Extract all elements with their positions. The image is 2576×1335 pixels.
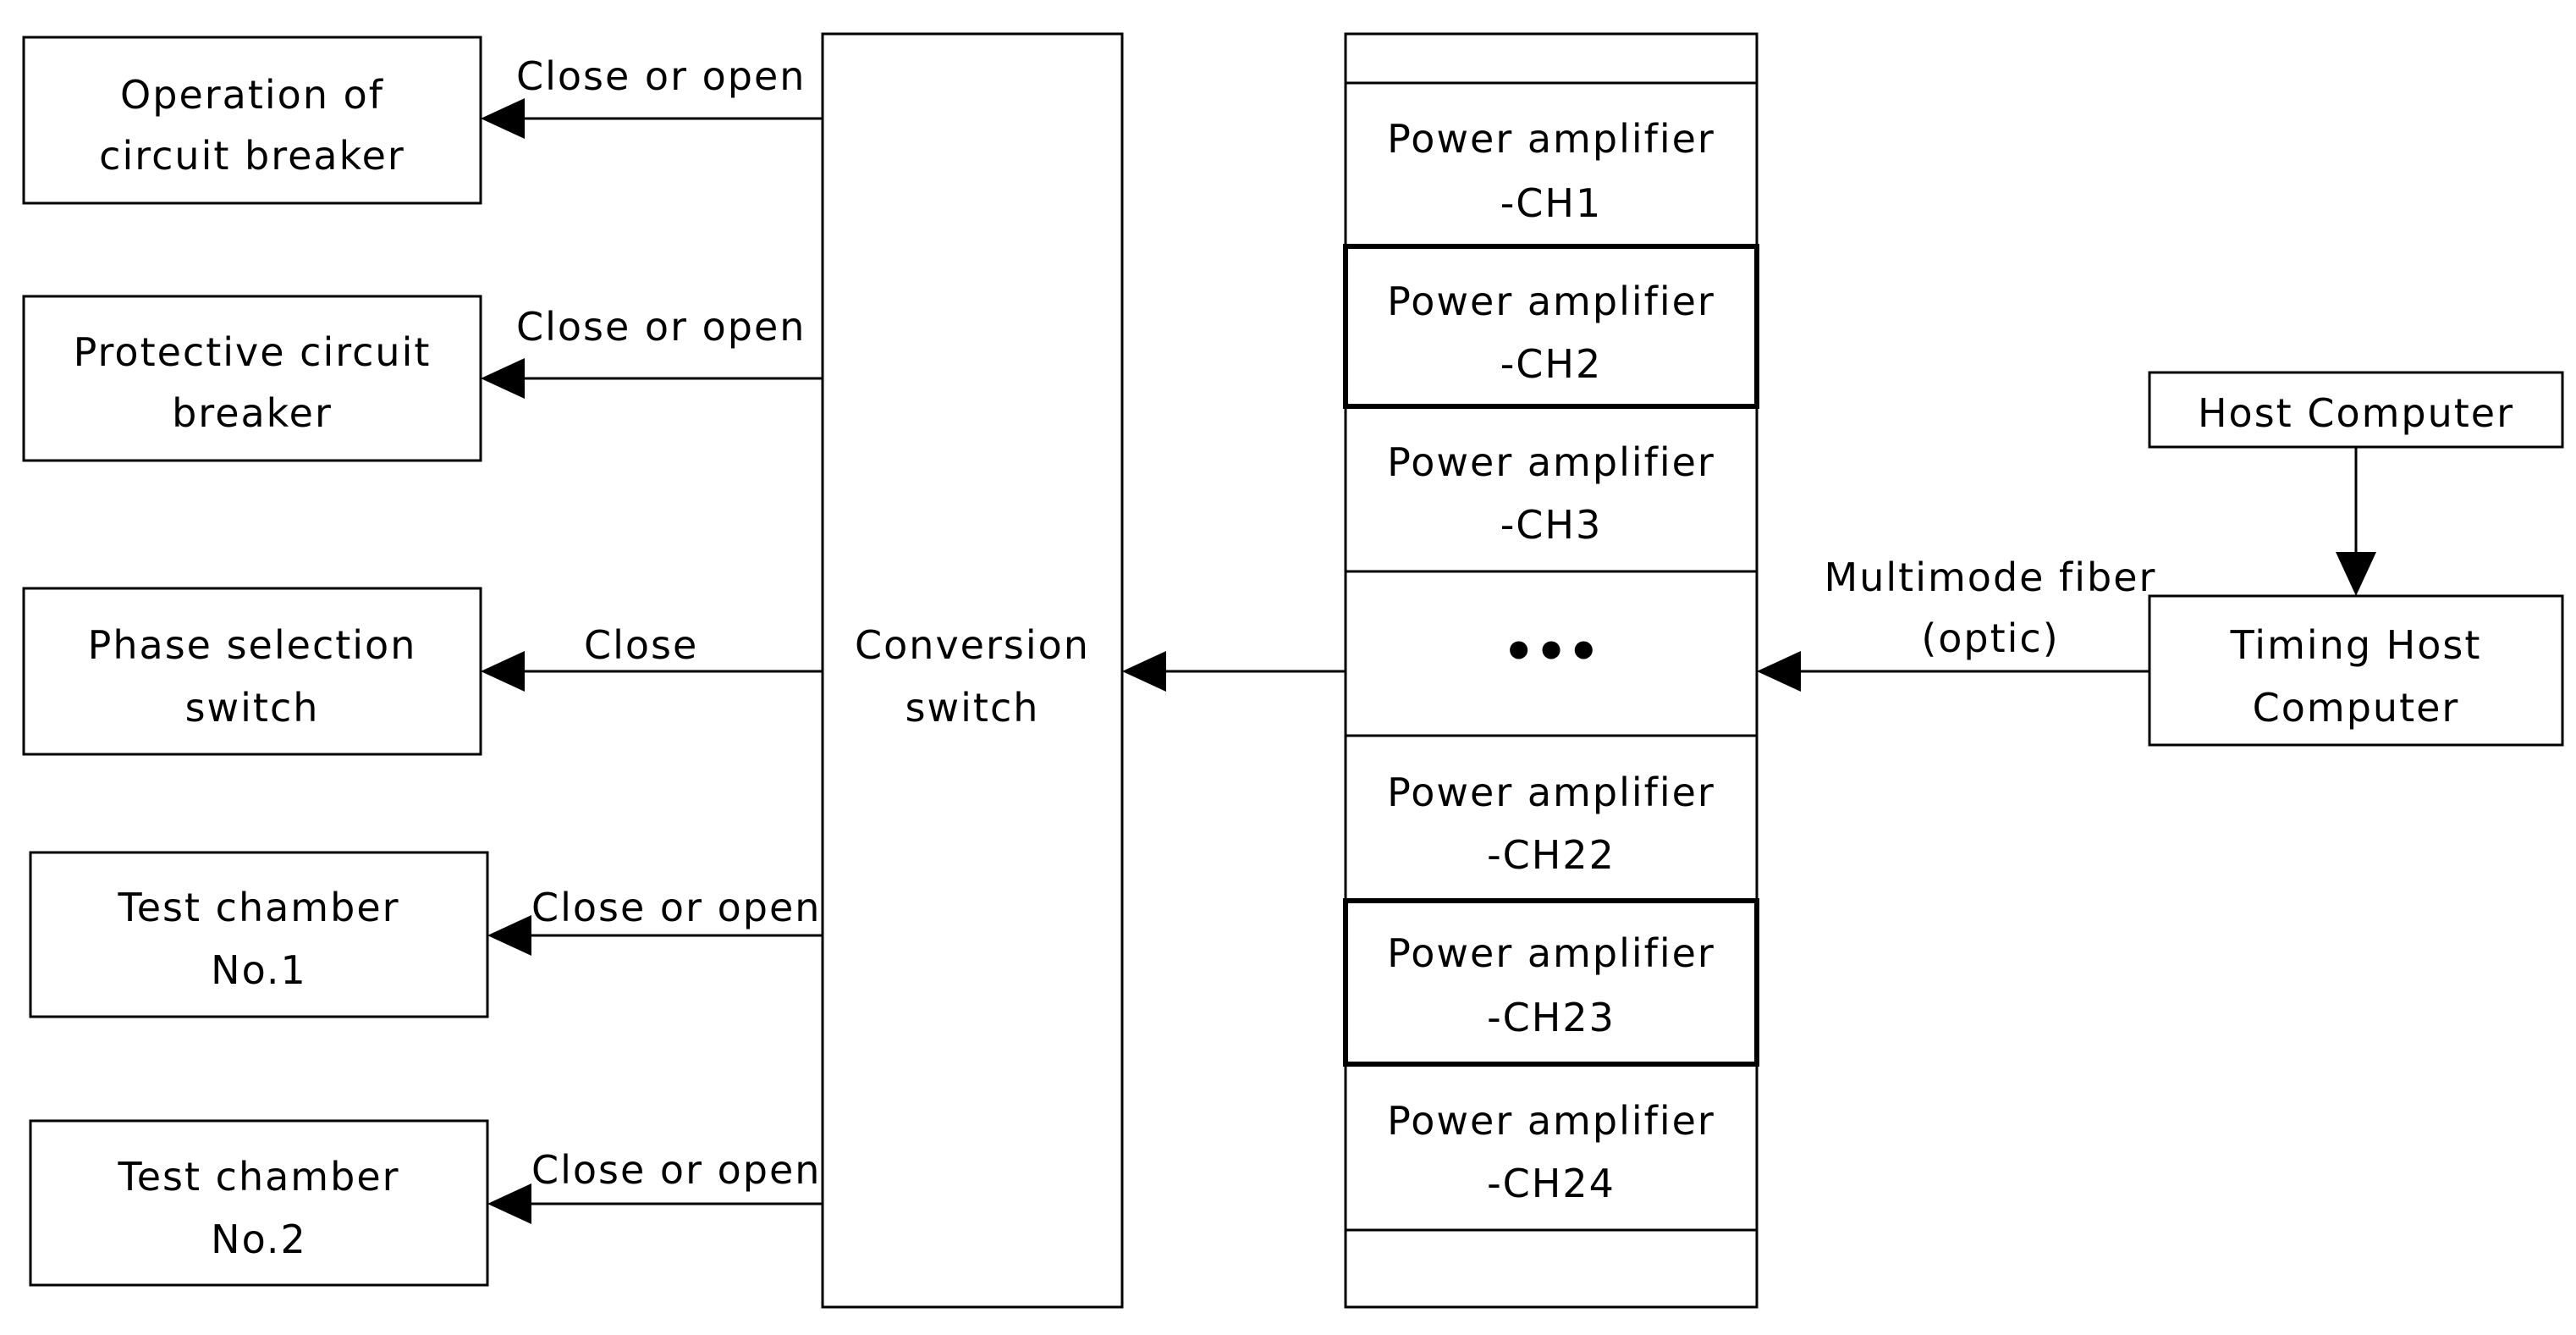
box-label-line1: Protective circuit [74,329,432,375]
amplifier-label-line2: -CH3 [1500,502,1603,548]
arrow-to-protective: Close or open [481,304,823,399]
timing-host-computer-box: Timing Host Computer [2148,594,2564,747]
box-label-line2: No.1 [211,947,307,993]
amplifier-ch3: Power amplifier -CH3 [1387,439,1715,548]
amplifier-label-line1: Power amplifier [1387,116,1715,162]
ellipsis-text: ••• [1502,622,1599,681]
timing-host-line1: Timing Host [2230,622,2482,668]
box-test-chamber-2: Test chamber No.2 [29,1119,489,1287]
box-protective-circuit-breaker: Protective circuit breaker [22,295,482,462]
conversion-switch-line1: Conversion [855,622,1090,668]
arrow-to-phase-selection: Close [481,622,823,692]
box-label-line2: switch [185,685,320,731]
fiber-label-line1: Multimode fiber [1825,554,2157,600]
amplifier-label-line2: -CH1 [1500,180,1603,226]
amplifier-label-line1: Power amplifier [1387,279,1715,324]
amplifier-ch22: Power amplifier -CH22 [1387,770,1715,878]
box-label-line1: Test chamber [117,1154,399,1200]
box-label-line1: Phase selection [88,622,417,668]
timing-host-line2: Computer [2253,685,2460,731]
host-computer-label: Host Computer [2198,390,2514,436]
arrow-to-conversion-switch [1122,651,1346,692]
arrow-host-to-timing [2336,447,2376,596]
amplifier-label-line2: -CH23 [1487,995,1616,1040]
signal-label: Close [584,622,698,668]
arrow-fiber: Multimode fiber (optic) [1757,554,2157,692]
box-label-line2: No.2 [211,1216,307,1262]
box-label-line1: Test chamber [117,885,399,930]
amplifier-label-line1: Power amplifier [1387,1098,1715,1144]
box-label-line2: circuit breaker [99,133,405,179]
arrow-to-test-chamber-2: Close or open [487,1147,823,1224]
amplifier-label-line2: -CH24 [1487,1161,1616,1206]
signal-label: Close or open [516,304,806,350]
amplifier-label-line1: Power amplifier [1387,770,1715,815]
amplifier-label-line1: Power amplifier [1387,439,1715,485]
amplifier-ch23: Power amplifier -CH23 [1387,930,1715,1040]
arrow-to-operation: Close or open [481,53,823,139]
amplifier-stack: Power amplifier -CH1 Power amplifier -CH… [1343,32,1759,1309]
amplifier-ch24: Power amplifier -CH24 [1387,1098,1715,1206]
signal-label: Close or open [531,1147,821,1193]
conversion-switch-line2: switch [905,685,1040,731]
box-label-line2: breaker [172,390,333,436]
host-computer-box: Host Computer [2148,371,2564,449]
amplifier-label-line1: Power amplifier [1387,930,1715,976]
box-label-line1: Operation of [120,72,384,118]
box-test-chamber-1: Test chamber No.1 [29,851,489,1018]
conversion-switch-box: Conversion switch [821,32,1124,1309]
arrow-to-test-chamber-1: Close or open [487,885,823,956]
amplifier-label-line2: -CH22 [1487,832,1616,878]
signal-label: Close or open [531,885,821,930]
signal-label: Close or open [516,53,806,99]
amplifier-label-line2: -CH2 [1500,341,1603,387]
amplifier-ch23-frame [1343,898,1759,1067]
amplifier-ellipsis: ••• [1502,622,1599,681]
fiber-label-line2: (optic) [1921,615,2059,661]
box-phase-selection-switch: Phase selection switch [22,587,482,756]
box-operation-of-circuit-breaker: Operation of circuit breaker [22,36,482,205]
amplifier-ch1: Power amplifier -CH1 [1387,116,1715,226]
amplifier-ch2: Power amplifier -CH2 [1387,279,1715,387]
amplifier-ch2-frame [1343,244,1759,409]
